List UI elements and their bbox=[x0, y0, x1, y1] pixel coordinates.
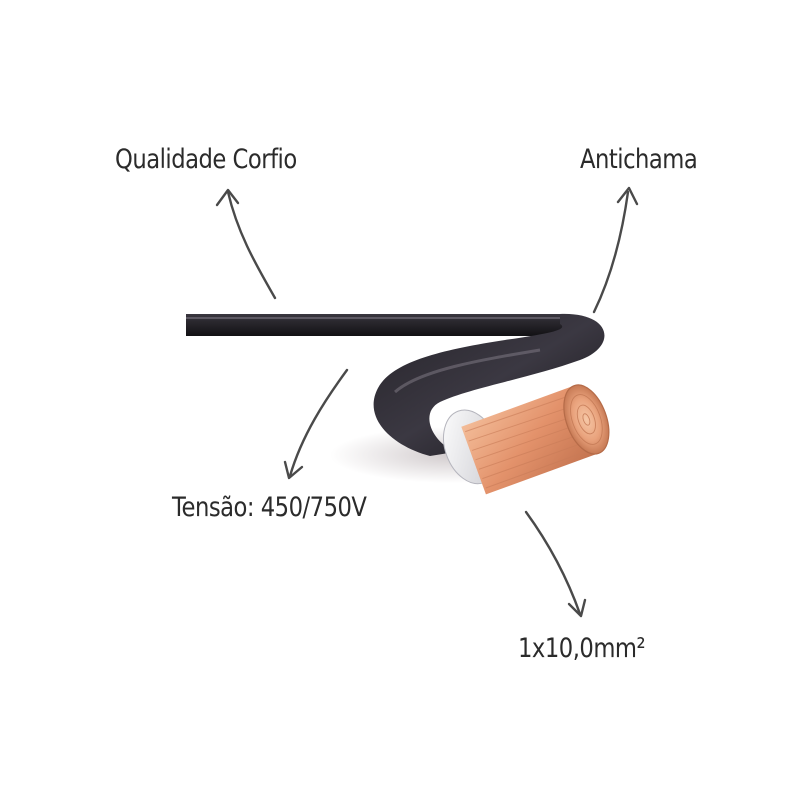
quality-label: Qualidade Corfio bbox=[115, 144, 297, 175]
cross-section-label: 1x10,0mm² bbox=[518, 633, 646, 664]
cable-bend-highlight bbox=[394, 348, 541, 394]
cable-straight-section bbox=[186, 314, 600, 336]
copper-conductor bbox=[461, 384, 610, 495]
curved-arrow-icon bbox=[283, 368, 349, 480]
flame-retardant-label: Antichama bbox=[580, 144, 698, 175]
curved-arrow-icon bbox=[592, 186, 639, 314]
cable-bend bbox=[373, 313, 605, 456]
curved-arrow-icon bbox=[215, 188, 277, 300]
curved-arrow-icon bbox=[524, 510, 587, 618]
voltage-label: Tensão: 450/750V bbox=[172, 492, 367, 523]
